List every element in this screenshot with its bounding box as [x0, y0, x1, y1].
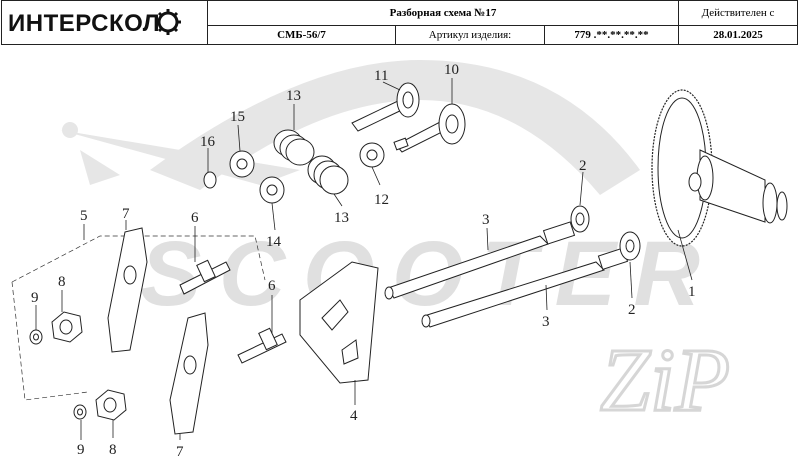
- lock-nut-upper: [29, 329, 43, 345]
- watermark: SCOOTER ZiP: [60, 60, 732, 432]
- nut-upper: [51, 311, 83, 343]
- callout-8-lower: 8: [109, 442, 117, 458]
- callout-9-lower: 9: [77, 442, 85, 458]
- callout-15: 15: [230, 109, 245, 125]
- brand-logo: ИНТЕРСКОЛ: [8, 9, 181, 37]
- group-5-outline: [11, 235, 266, 401]
- callout-2-lower: 2: [628, 302, 636, 318]
- scheme-title: Разборная схема №17: [207, 0, 679, 26]
- brand-cell: [1, 0, 208, 45]
- push-rod-lower: [421, 261, 605, 328]
- lock-nut-lower: [73, 404, 87, 420]
- title-block: Разборная схема №17 Действителен с СМБ-5…: [1, 0, 798, 45]
- callout-3-upper: 3: [482, 212, 490, 228]
- leader-lines: [35, 78, 693, 440]
- tappet-upper: [542, 205, 590, 245]
- callout-6-upper: 6: [191, 210, 199, 226]
- rocker-arm-upper: [107, 227, 148, 353]
- callout-14: 14: [266, 234, 282, 250]
- valid-date: 28.01.2025: [678, 25, 798, 45]
- spring-13-upper: [273, 129, 315, 166]
- callout-9-upper: 9: [31, 290, 39, 306]
- callout-1: 1: [688, 284, 696, 300]
- callout-12: 12: [374, 192, 389, 208]
- callout-2-upper: 2: [579, 158, 587, 174]
- camshaft: [651, 89, 788, 247]
- watermark-sub: ZiP: [600, 331, 730, 430]
- callout-11: 11: [374, 68, 388, 84]
- exploded-diagram: SCOOTER ZiP: [11, 60, 788, 460]
- stud-upper: [179, 259, 231, 295]
- callout-labels: 1 2 2 3 3 4 5 6 6 7 7 8 8 9 9 10 11 12 1…: [31, 62, 696, 460]
- callout-7-upper: 7: [122, 206, 130, 222]
- callout-8-upper: 8: [58, 274, 66, 290]
- retainer-12: [359, 137, 409, 168]
- brand-wordmark: ИНТЕРСКОЛ: [8, 10, 160, 37]
- retainer-15: [229, 150, 255, 178]
- callout-10: 10: [444, 62, 459, 78]
- valve-11: [351, 82, 420, 132]
- callout-4: 4: [350, 408, 358, 424]
- tappet-lower: [597, 231, 641, 270]
- guide-plate-4: [299, 261, 379, 384]
- article-value: 779 .**.**.**.**: [544, 25, 679, 45]
- callout-13-lower: 13: [334, 210, 349, 226]
- rocker-arm-lower: [169, 312, 209, 435]
- retainer-14: [259, 176, 285, 204]
- spring-13-lower: [307, 155, 349, 195]
- gear-icon: [155, 9, 181, 35]
- nut-lower: [95, 389, 127, 421]
- stud-lower: [237, 327, 287, 364]
- valid-from-label: Действителен с: [678, 0, 798, 26]
- model-name: СМБ-56/7: [207, 25, 396, 45]
- valve-10: [395, 103, 466, 153]
- callout-5: 5: [80, 208, 88, 224]
- article-label: Артикул изделия:: [395, 25, 545, 45]
- callout-7-lower: 7: [176, 444, 184, 460]
- watermark-text: SCOOTER: [140, 223, 700, 325]
- callout-6-lower: 6: [268, 278, 276, 294]
- keeper-16: [203, 171, 217, 189]
- callout-3-lower: 3: [542, 314, 550, 330]
- callout-13-upper: 13: [286, 88, 301, 104]
- callout-16: 16: [200, 134, 216, 150]
